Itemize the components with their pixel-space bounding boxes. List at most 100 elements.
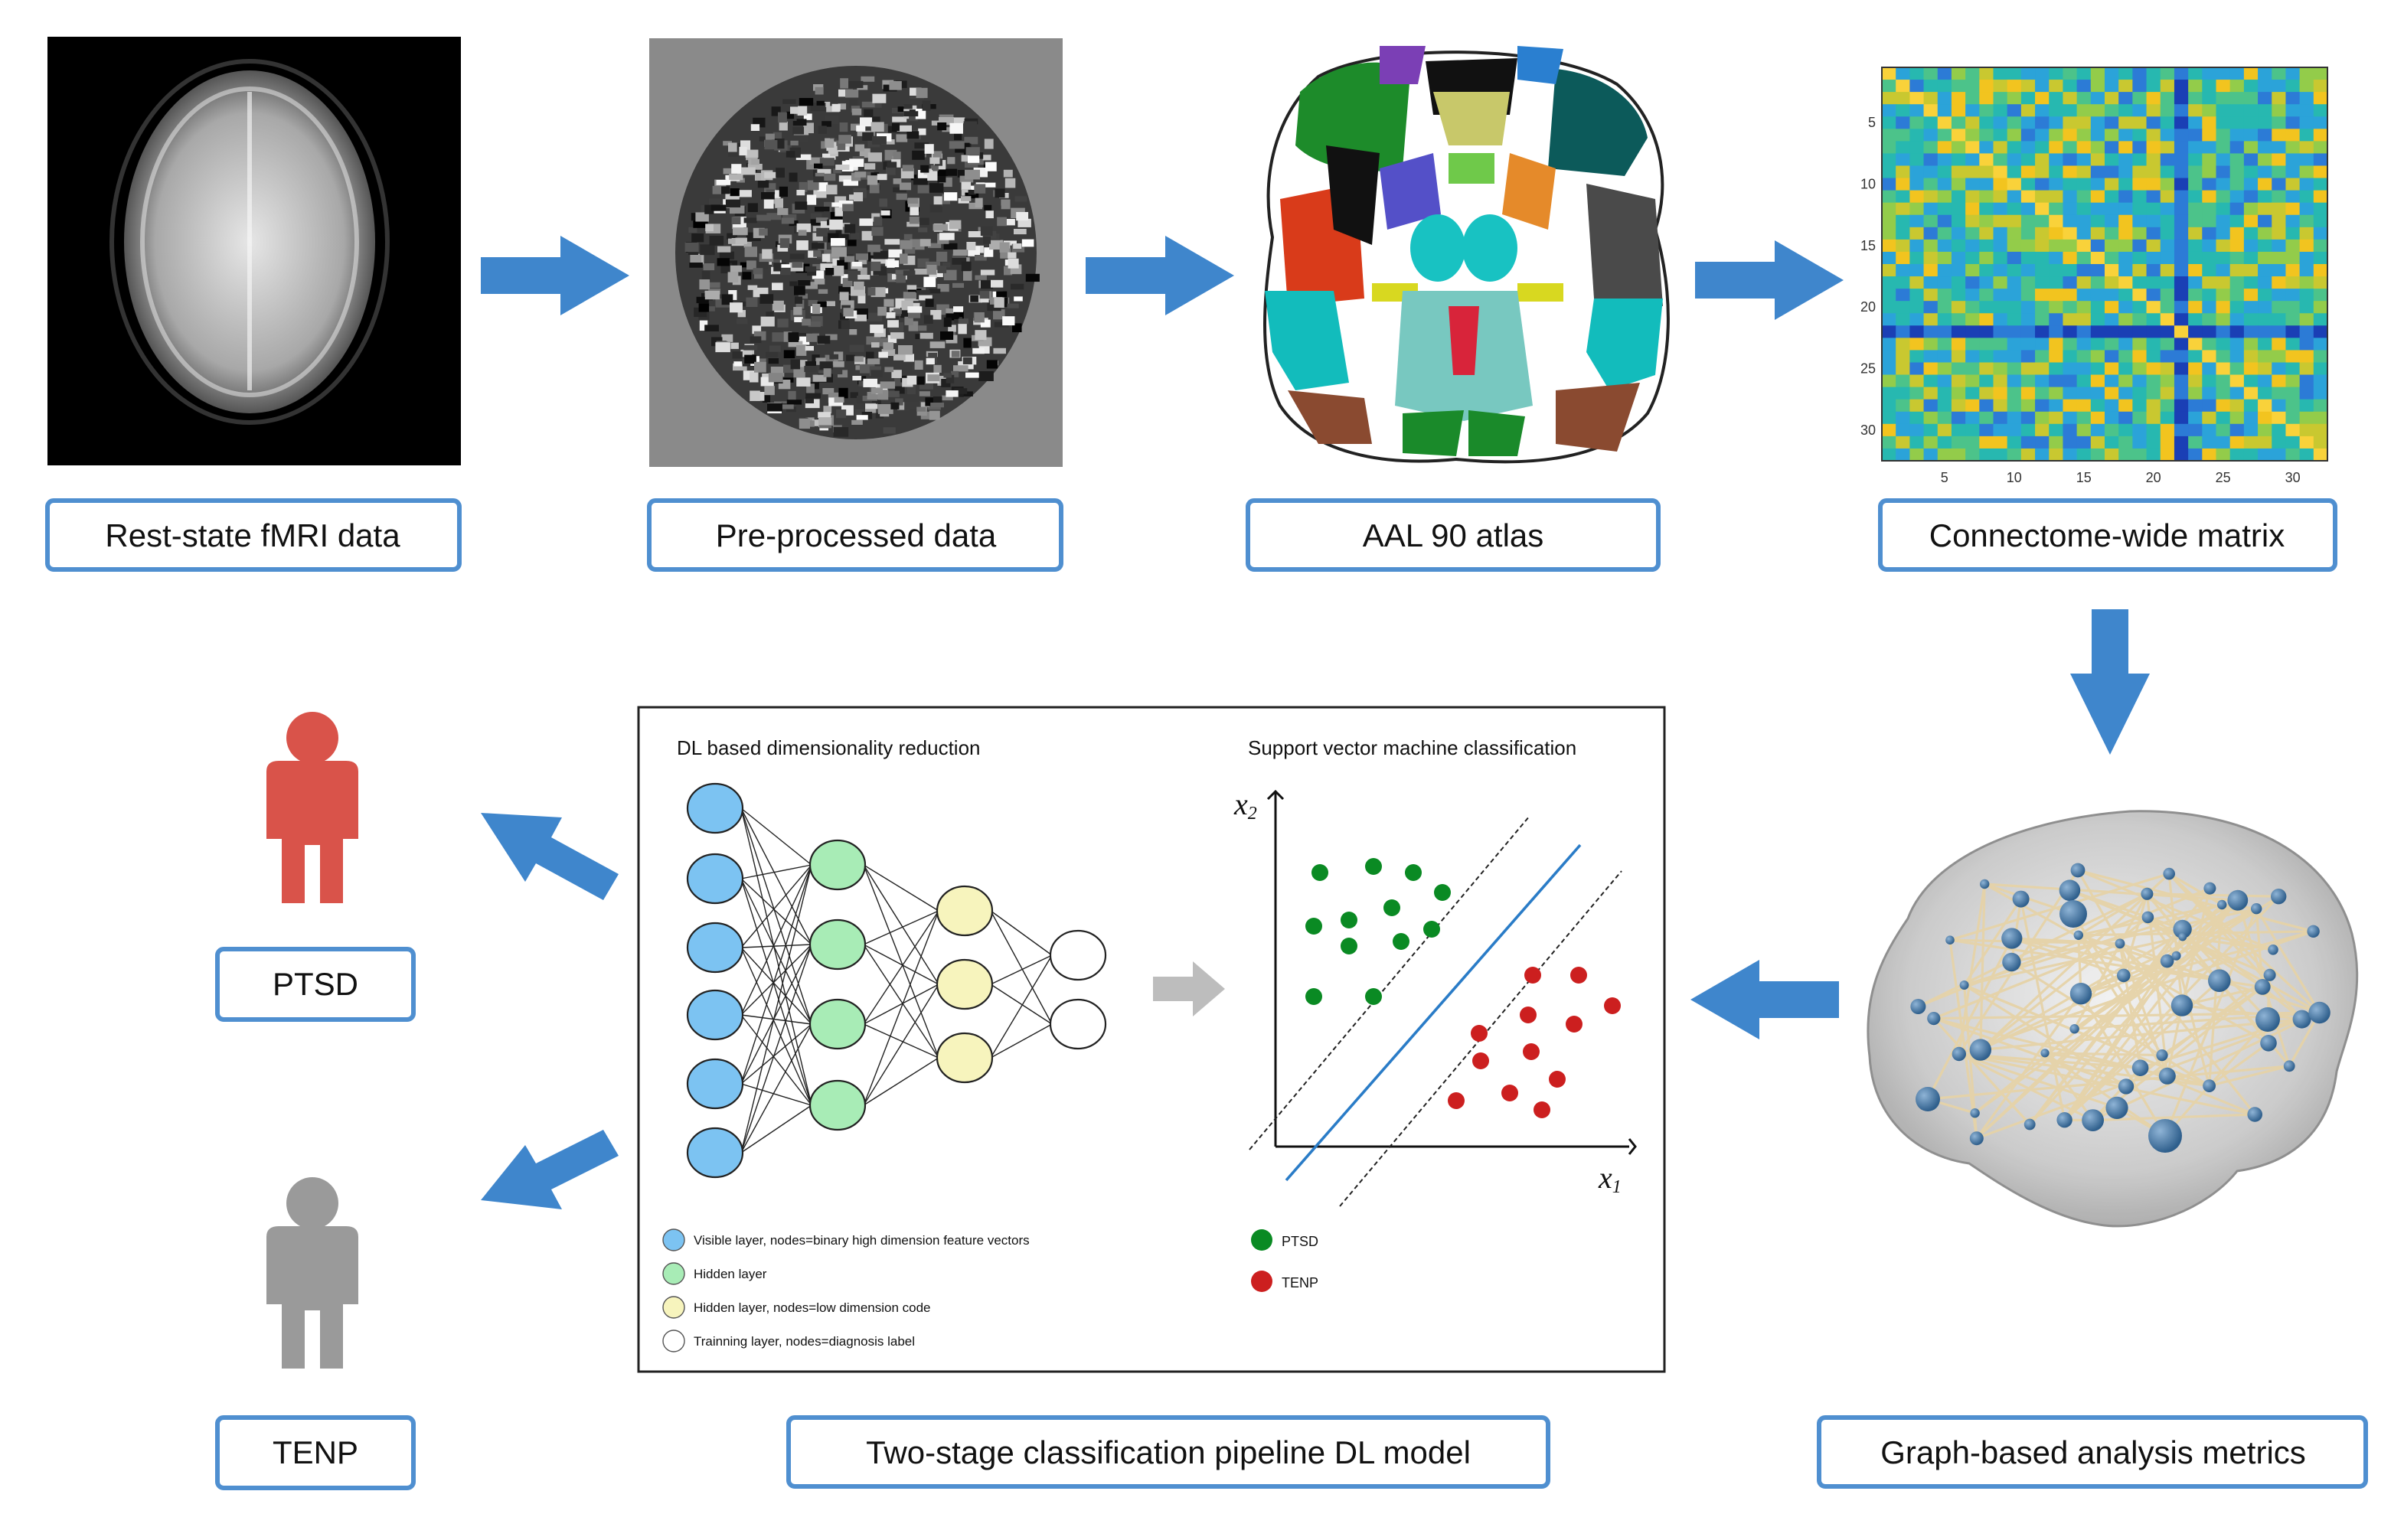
- svm-legend: PTSD TENP: [1251, 1229, 1318, 1292]
- ptsd-person-icon: [266, 712, 358, 903]
- label-graph-box: Graph-based analysis metrics: [1817, 1415, 2368, 1489]
- label-ptsd: PTSD: [273, 966, 358, 1002]
- nn-node: [936, 958, 994, 1010]
- matrix-x-tick: 5: [1941, 470, 1948, 485]
- svm-point-tenp: [1604, 997, 1621, 1014]
- svm-point-tenp: [1524, 967, 1541, 984]
- label-preprocessed: Pre-processed data: [716, 517, 997, 553]
- arrow-pipeline-to-tenp: [481, 1130, 619, 1209]
- svm-hyperplane: [1285, 843, 1582, 1182]
- label-pipeline: Two-stage classification pipeline DL mod…: [866, 1434, 1471, 1470]
- svm-point-ptsd: [1434, 884, 1451, 901]
- svm-point-ptsd: [1383, 899, 1400, 916]
- svm-point-tenp: [1472, 1052, 1489, 1069]
- arrow-atlas-to-matrix: [1695, 240, 1844, 320]
- label-ptsd-box: PTSD: [215, 947, 416, 1022]
- matrix-y-tick: 20: [1860, 299, 1876, 315]
- svm-point-tenp: [1570, 967, 1587, 984]
- x2-label: x2: [1233, 787, 1257, 824]
- nn-edges: [740, 808, 1053, 1153]
- svm-point-ptsd: [1405, 864, 1422, 881]
- svm-legend-ptsd: PTSD: [1282, 1234, 1318, 1249]
- matrix-y-tick: 15: [1860, 238, 1876, 253]
- label-matrix: Connectome-wide matrix: [1929, 517, 2285, 553]
- nn-node: [686, 922, 744, 974]
- preprocessed-image: [649, 38, 1063, 467]
- svm-point-tenp: [1523, 1043, 1540, 1060]
- nn-legend-train: Trainning layer, nodes=diagnosis label: [694, 1334, 915, 1349]
- nn-node: [808, 918, 867, 971]
- nn-node: [808, 1079, 867, 1131]
- aal-atlas-image: [1263, 46, 1670, 464]
- svm-point-tenp: [1471, 1025, 1488, 1042]
- nn-legend-code: Hidden layer, nodes=low dimension code: [694, 1300, 931, 1315]
- arrow-matrix-to-graph: [2070, 609, 2150, 755]
- matrix-y-tick: 10: [1860, 177, 1876, 192]
- label-tenp: TENP: [273, 1434, 358, 1470]
- svm-margin-lower: [1339, 870, 1622, 1207]
- label-fmri: Rest-state fMRI data: [105, 517, 400, 553]
- matrix-x-tick: 20: [2146, 470, 2161, 485]
- nn-nodes: [686, 782, 1107, 1179]
- pipeline-panel: DL based dimensionality reduction Suppor…: [637, 706, 1666, 1373]
- nn-legend-visible: Visible layer, nodes=binary high dimensi…: [694, 1233, 1030, 1248]
- label-pipeline-box: Two-stage classification pipeline DL mod…: [786, 1415, 1550, 1489]
- svm-point-tenp: [1448, 1092, 1465, 1109]
- svm-point-ptsd: [1341, 938, 1357, 954]
- nn-node: [808, 998, 867, 1050]
- x1-label: x1: [1598, 1160, 1622, 1197]
- svm-point-ptsd: [1341, 912, 1357, 928]
- label-tenp-box: TENP: [215, 1415, 416, 1490]
- nn-node: [1049, 998, 1107, 1050]
- tenp-person-icon: [266, 1177, 358, 1369]
- nn-node: [686, 1058, 744, 1110]
- nn-node: [686, 782, 744, 834]
- label-preprocessed-box: Pre-processed data: [647, 498, 1063, 572]
- svm-legend-tenp: TENP: [1282, 1275, 1318, 1290]
- matrix-x-tick: 10: [2007, 470, 2022, 485]
- svm-point-ptsd: [1423, 921, 1440, 938]
- svm-margin-upper: [1249, 815, 1530, 1150]
- graph-brain-image: [1867, 810, 2359, 1228]
- svm-point-tenp: [1566, 1016, 1583, 1033]
- svm-point-ptsd: [1305, 988, 1322, 1005]
- svm-point-ptsd: [1365, 988, 1382, 1005]
- arrow-preprocessed-to-atlas: [1086, 236, 1234, 315]
- svm-point-ptsd: [1393, 933, 1409, 950]
- nn-node: [686, 853, 744, 905]
- nn-node: [1049, 929, 1107, 981]
- matrix-y-tick: 30: [1860, 423, 1876, 438]
- nn-node: [936, 1032, 994, 1084]
- matrix-y-tick: 25: [1860, 361, 1876, 377]
- matrix-x-ticks: 5 10 15 20 25 30: [1941, 470, 2301, 485]
- svm-point-ptsd: [1305, 918, 1322, 935]
- nn-legend: Visible layer, nodes=binary high dimensi…: [662, 1228, 1030, 1352]
- nn-node: [686, 989, 744, 1041]
- matrix-x-tick: 25: [2216, 470, 2231, 485]
- svm-point-tenp: [1549, 1071, 1566, 1088]
- svm-point-tenp: [1520, 1007, 1537, 1023]
- nn-node: [936, 885, 994, 937]
- svm-title: Support vector machine classification: [1248, 736, 1576, 759]
- matrix-x-tick: 30: [2285, 470, 2301, 485]
- matrix-y-ticks: 5 10 15 20 25 30: [1860, 115, 1876, 438]
- matrix-y-tick: 5: [1868, 115, 1876, 130]
- label-matrix-box: Connectome-wide matrix: [1878, 498, 2337, 572]
- svm-point-tenp: [1501, 1085, 1518, 1101]
- arrow-fmri-to-preprocessed: [481, 236, 629, 315]
- fmri-image: [47, 37, 461, 465]
- nn-legend-hidden: Hidden layer: [694, 1267, 767, 1281]
- panel-inner-arrow: [1153, 961, 1225, 1016]
- matrix-x-tick: 15: [2076, 470, 2092, 485]
- svm-point-tenp: [1534, 1101, 1550, 1118]
- dl-title: DL based dimensionality reduction: [677, 736, 981, 759]
- nn-node: [808, 839, 867, 891]
- arrow-graph-to-pipeline: [1690, 960, 1839, 1039]
- connectome-matrix: 5 10 15 20 25 30 5 10 15 20 25 30: [1860, 67, 2328, 485]
- label-atlas-box: AAL 90 atlas: [1246, 498, 1661, 572]
- label-graph: Graph-based analysis metrics: [1880, 1434, 2306, 1470]
- svm-plot: x2 x1: [1233, 787, 1637, 1207]
- arrow-pipeline-to-ptsd: [481, 813, 619, 900]
- label-fmri-box: Rest-state fMRI data: [45, 498, 462, 572]
